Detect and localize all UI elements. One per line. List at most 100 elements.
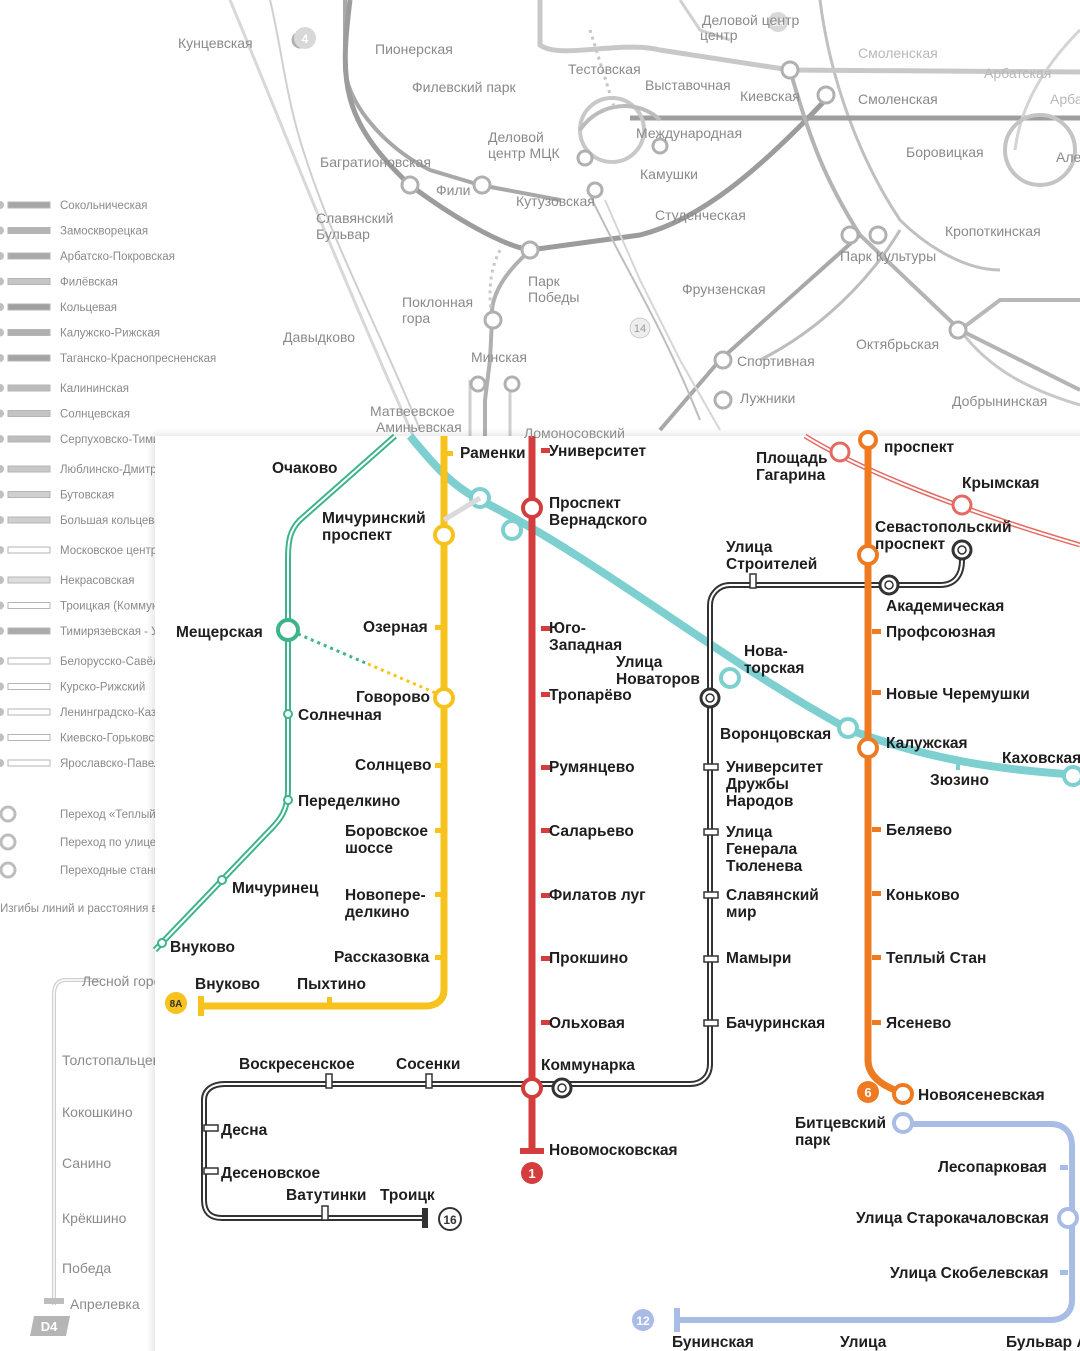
legend-item-label: Калининская bbox=[60, 383, 129, 395]
station-label-kommunarka: Коммунарка bbox=[541, 1057, 635, 1074]
bg-station-label: Фрунзенская bbox=[682, 281, 766, 297]
station-label-desenovskoe: Десеновское bbox=[221, 1165, 321, 1182]
bg-station-label: Деловой bbox=[488, 129, 544, 145]
station-label-yugo-zapadnaya: Юго-Западная bbox=[549, 620, 622, 654]
bg-station-label: Филевский парк bbox=[412, 79, 517, 95]
d4-station-label: Крёкшино bbox=[62, 1210, 127, 1226]
station-label-novatorskaya: Нова-торская bbox=[744, 643, 804, 677]
legend-item-label: Сокольническая bbox=[60, 200, 148, 212]
station-label-kaluzhskaya: Калужская bbox=[886, 735, 968, 752]
bg-station-label: Кунцевская bbox=[178, 35, 253, 51]
bg-station-label: Багратионовская bbox=[320, 154, 431, 170]
bg-station-label: Фили bbox=[436, 182, 470, 198]
inset-map: 8А 1 bbox=[152, 419, 1080, 1351]
legend-item-label: Некрасовская bbox=[60, 575, 134, 587]
legend-item-label: Бутовская bbox=[60, 490, 114, 502]
station-label-starokachalovskaya: Улица Старокачаловская bbox=[856, 1210, 1049, 1227]
station-label-solnechnaya: Солнечная bbox=[298, 707, 382, 724]
station-label-vatutinki: Ватутинки bbox=[286, 1187, 366, 1204]
bg-station-label: Студенческая bbox=[655, 207, 746, 223]
d4-station-label: Толстопальцево bbox=[62, 1052, 168, 1068]
legend-transfer-label: Переходные станции bbox=[60, 865, 173, 877]
d4-station-label: Кокошкино bbox=[62, 1104, 133, 1120]
station-label-troitsk: Троицк bbox=[380, 1187, 435, 1204]
bg-station-label: Смоленская bbox=[858, 91, 938, 107]
bg-station-label: Але bbox=[1056, 149, 1080, 165]
legend-item-label: Таганско-Краснопресненская bbox=[60, 353, 216, 365]
station-label-aminyevskaya: Аминьевская bbox=[376, 419, 462, 435]
bg-station-label: Деловой центр bbox=[702, 12, 799, 28]
bg-station-label: Пионерская bbox=[375, 41, 453, 57]
station-label-skobelevskaya: Улица Скобелевская bbox=[890, 1265, 1049, 1282]
legend-item-label: Замоскворецкая bbox=[60, 226, 148, 238]
station-label-novomoskovskaya: Новомосковская bbox=[549, 1142, 678, 1159]
station-label-voskresenskoe: Воскресенское bbox=[239, 1056, 355, 1073]
legend-item-label: Филёвская bbox=[60, 277, 118, 289]
bg-station-label: центр МЦК bbox=[488, 145, 560, 161]
line-14-badge: 14 bbox=[634, 323, 646, 335]
station-label-akademicheskaya: Академическая bbox=[886, 598, 1004, 615]
d4-badge: D4 bbox=[41, 1319, 58, 1334]
bg-station-label: Лужники bbox=[740, 390, 795, 406]
station-label-vnukovo-rail: Внуково bbox=[170, 939, 235, 956]
legend-item-label: Калужско-Рижская bbox=[60, 328, 160, 340]
station-label-lomonosovsky: Ломоносовский bbox=[524, 425, 625, 441]
bg-station-label: Победы bbox=[528, 289, 579, 305]
station-label-ochakovo: Очаково bbox=[272, 460, 338, 477]
line-16-badge: 16 bbox=[443, 1213, 457, 1227]
line-1-badge: 1 bbox=[528, 1166, 535, 1181]
station-label-prokshino: Прокшино bbox=[549, 950, 628, 967]
station-label-belyaevo: Беляево bbox=[886, 822, 952, 839]
station-label-yasenevo: Ясенево bbox=[886, 1015, 951, 1032]
bg-station-label: гора bbox=[402, 310, 430, 326]
line-12-badge: 12 bbox=[636, 1314, 650, 1328]
station-label-olkhovaya: Ольховая bbox=[549, 1015, 625, 1032]
station-label-rumyantsevo: Румянцево bbox=[549, 759, 635, 776]
bg-station-label: Давыдково bbox=[283, 329, 355, 345]
station-label-govorovo: Говорово bbox=[356, 689, 430, 706]
bg-station-label: Парк Культуры bbox=[840, 248, 936, 264]
station-label-michurinets: Мичуринец bbox=[232, 880, 319, 897]
station-label-zyuzino: Зюзино bbox=[930, 772, 989, 789]
station-label-novoyasenevskaya: Новоясеневская bbox=[918, 1087, 1045, 1104]
station-label-vorontsovskaya: Воронцовская bbox=[720, 726, 831, 743]
legend-item-label: Кольцевая bbox=[60, 302, 117, 314]
bg-station-label: Арба bbox=[1050, 91, 1080, 107]
station-label-krymskaya: Крымская bbox=[962, 475, 1039, 492]
bg-station-label: Смоленская bbox=[858, 45, 938, 61]
station-label-kakhovskaya: Каховская bbox=[1002, 750, 1080, 767]
bg-station-label: Боровицкая bbox=[906, 144, 984, 160]
bg-station-label: Тестовская bbox=[568, 61, 641, 77]
line-4-badge-bg bbox=[294, 27, 316, 49]
bg-station-label: Славянский bbox=[316, 210, 393, 226]
station-label-sosenki: Сосенки bbox=[396, 1056, 460, 1073]
d4-line: Лесной городок Толстопальцево Кокошкино … bbox=[30, 973, 184, 1336]
station-label-mamyri: Мамыри bbox=[726, 950, 791, 967]
line-8a-badge-gray: 8А bbox=[772, 18, 785, 29]
station-label-ramenki: Раменки bbox=[460, 445, 526, 462]
bg-station-label: Поклонная bbox=[402, 294, 473, 310]
station-label-universitet: Университет bbox=[549, 443, 647, 460]
d4-station-label: Апрелевка bbox=[70, 1296, 140, 1312]
legend-item-label: Киевско-Горьковский bbox=[60, 733, 172, 745]
bg-station-label: Кропоткинская bbox=[945, 223, 1041, 239]
d4-station-label: Победа bbox=[62, 1260, 111, 1276]
station-label-vnukovo: Внуково bbox=[195, 976, 260, 993]
station-label-novoperedelkino: Новопере-делкино bbox=[345, 887, 426, 921]
station-label-pykhtino: Пыхтино bbox=[297, 976, 366, 993]
line-4-badge: 4 bbox=[302, 32, 309, 46]
legend-transfer-label: Переход по улице bbox=[60, 837, 156, 849]
station-label-troparevo: Тропарёво bbox=[549, 687, 632, 704]
bg-station-label: центр bbox=[700, 27, 738, 43]
bg-station-label: Матвеевское bbox=[370, 403, 455, 419]
bg-station-label: Бульвар bbox=[316, 226, 370, 242]
